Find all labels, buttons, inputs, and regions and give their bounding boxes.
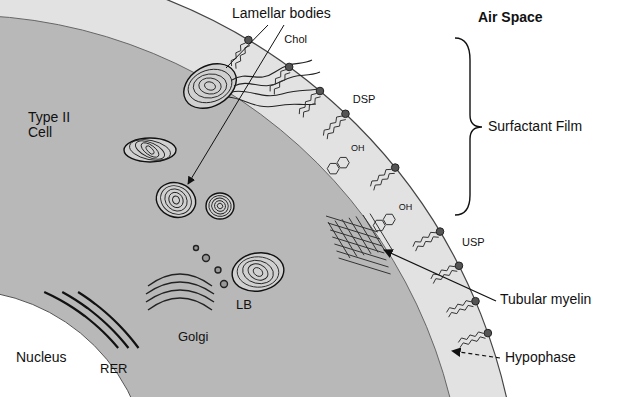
part-label: Type II Cell [28,110,88,141]
lipid-tail [236,46,250,69]
cholesterol-ring [327,163,339,173]
part-label: Air Space [478,10,543,25]
lipid-tail [447,301,472,313]
lipid-tail [413,232,436,246]
rer-line [62,292,128,348]
lipid-tail [231,43,245,66]
part-label: USP [462,236,485,248]
leader-arrow [188,25,284,184]
lipid-head [484,329,492,337]
rer-line [78,292,138,348]
part-label: DSP [353,93,376,105]
lipid-head [342,110,350,118]
part-label: Golgi [178,330,208,344]
lipid-head [472,297,480,305]
part-label: Nucleus [16,350,67,365]
lamellar-body [229,249,287,296]
lipid-tail [449,305,474,317]
lipid-tail [323,116,342,136]
lamellar-body [151,177,200,223]
lipid-tail [303,97,320,118]
dashed-arrow [452,351,500,358]
part-label: Chol [284,33,307,45]
tubular-myelin-symbol [326,214,392,274]
part-label: Surfactant Film [488,119,582,134]
lipid-head [316,87,324,95]
lipid-head [391,164,399,172]
rer-symbol [44,292,138,348]
lipid-tail [370,169,391,186]
type-ii-cell [0,15,465,397]
part-label: OH [351,144,365,154]
lamellar-body [206,193,234,219]
part-label: RER [100,362,127,376]
rer-line [44,292,118,348]
part-label: LB [236,298,252,312]
part-label: Lamellar bodies [232,6,331,21]
surfactant-lipids [231,36,492,347]
lipid-tail [270,70,286,92]
part-label: Hypophase [505,350,576,365]
cholesterol-ring [383,214,395,224]
lipid-tail [299,93,316,114]
lipid-tail [416,237,439,251]
part-label: Tubular myelin [500,292,591,307]
lipid-tail [274,73,290,95]
lipid-head [455,262,463,270]
bracket [455,38,482,215]
lamellar-strands [228,60,322,107]
lipid-tail [458,332,483,343]
lamellar-body [124,136,176,163]
lipid-tail [374,173,395,190]
lipid-head [436,228,444,236]
hypophase-region [0,0,520,397]
golgi-symbol [146,246,228,311]
leader-arrow [384,250,496,301]
part-label: OH [399,203,413,213]
cholesterol-ring [373,220,385,230]
lamellar-body-group [124,54,287,295]
lipid-head [285,63,293,71]
nucleus [0,290,150,397]
cholesterol-ring [337,157,349,167]
